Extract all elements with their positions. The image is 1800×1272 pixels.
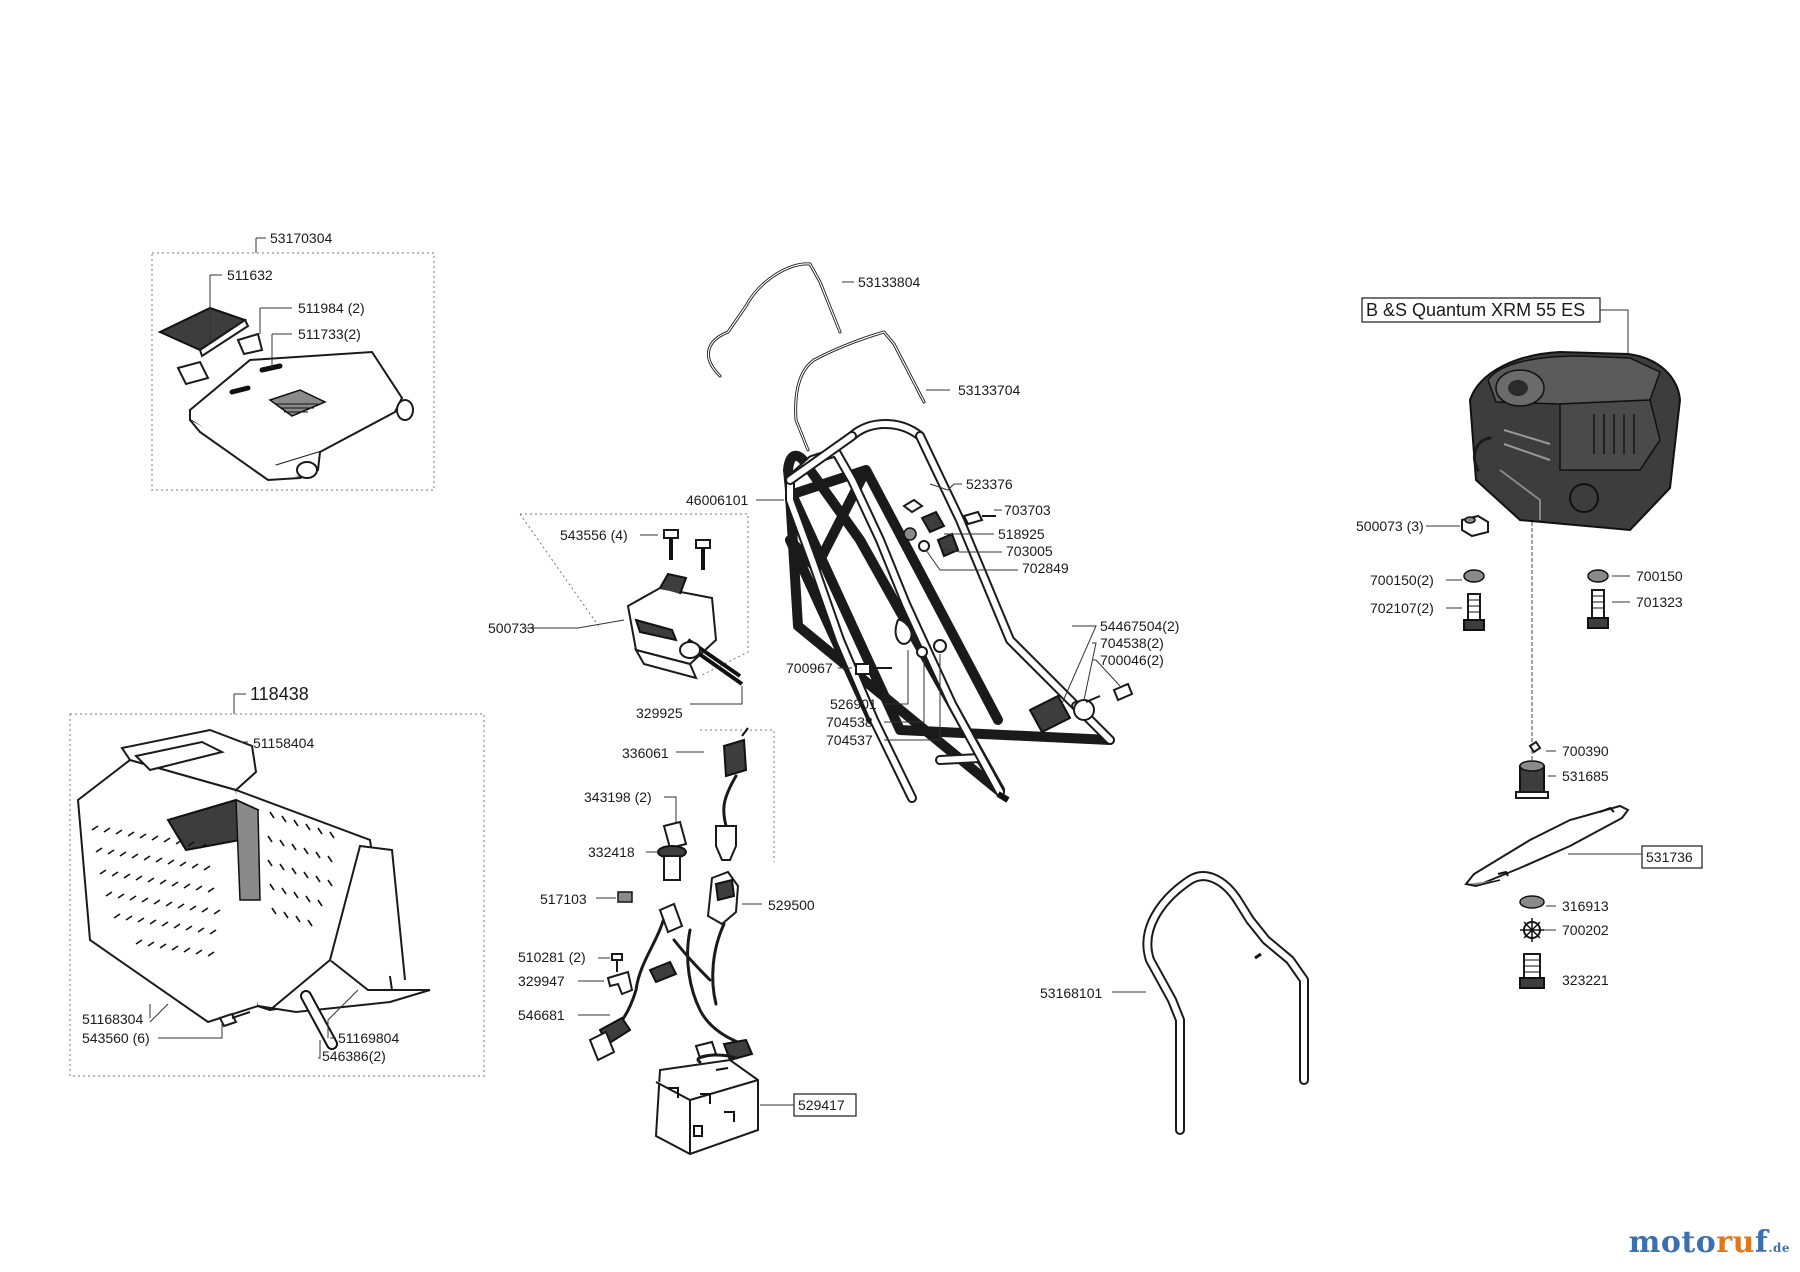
label-bolt-701323: 701323 — [1636, 594, 1683, 610]
switch-box-shape — [626, 572, 744, 686]
handle-shape — [783, 419, 1115, 803]
logo-suffix: .de — [1768, 1241, 1790, 1255]
label-bolt-702107: 702107(2) — [1370, 600, 1434, 616]
label-fuse: 517103 — [540, 891, 587, 907]
label-battery: 529417 — [798, 1097, 845, 1113]
label-grass-bag: 118438 — [250, 684, 309, 704]
label-washer-700150-2: 700150(2) — [1370, 572, 1434, 588]
label-washer-702849: 702849 — [1022, 560, 1069, 576]
label-knob-set: 54467504(2) — [1100, 618, 1179, 634]
label-bag-top: 51158404 — [253, 735, 314, 751]
label-ignition-key: 332418 — [588, 844, 635, 860]
label-screw-700046: 700046(2) — [1100, 652, 1164, 668]
label-switch-screw: 543556 (4) — [560, 527, 628, 543]
label-switch-box: 500733 — [488, 620, 535, 636]
logo-text: motoruf — [1628, 1225, 1769, 1260]
label-key-screw: 343198 (2) — [584, 789, 652, 805]
label-key-700390: 700390 — [1562, 743, 1609, 759]
label-spring-clip: 511984 (2) — [298, 300, 365, 316]
fuse-shape — [617, 891, 633, 903]
label-lock-washer: 700202 — [1562, 922, 1609, 938]
cable-clip-shape — [606, 970, 634, 996]
label-washer-704538: 704538(2) — [1100, 635, 1164, 651]
label-washer-704538-b: 704538 — [826, 714, 873, 730]
plug-shape — [706, 870, 740, 926]
label-knob-518925: 518925 — [998, 526, 1045, 542]
bolt-right-shape — [1587, 589, 1609, 629]
label-pin: 511733(2) — [298, 326, 361, 342]
washer-right-shape — [1587, 569, 1609, 583]
handle-hardware-shape — [855, 498, 1134, 734]
label-charger: 336061 — [622, 745, 669, 761]
clip-shape-a — [176, 360, 210, 386]
label-bag-frame: 51168304 — [82, 1011, 143, 1027]
ignition-key-shape — [657, 820, 688, 881]
label-washer-700150: 700150 — [1636, 568, 1683, 584]
label-clip-526901: 526901 — [830, 696, 877, 712]
label-bag-rear: 51169804 — [338, 1030, 399, 1046]
label-engine-nut: 500073 (3) — [1356, 518, 1424, 534]
lock-washer-shape — [1520, 918, 1544, 942]
label-switch-cable: 329925 — [636, 705, 683, 721]
label-cable-clip: 329947 — [518, 973, 565, 989]
lower-handle-shape — [1142, 871, 1309, 1135]
label-plug: 529500 — [768, 897, 815, 913]
electrical-group: 336061 343198 (2) 332418 517103 529500 5… — [518, 727, 857, 1156]
lower-bail-shape — [794, 330, 926, 452]
label-harness-screw: 510281 (2) — [518, 949, 586, 965]
label-nut-704537: 704537 — [826, 732, 873, 748]
label-screw-700967: 700967 — [786, 660, 833, 676]
label-blade: 531736 — [1646, 849, 1693, 865]
label-lower-handle: 53168101 — [1040, 985, 1103, 1001]
harness-screw-shape — [611, 953, 623, 972]
switch-box-group: 543556 (4) 500733 329925 — [488, 513, 749, 721]
label-wiring-harness: 546681 — [518, 1007, 565, 1023]
washer-left-shape — [1463, 569, 1485, 583]
group-frame-cover — [151, 252, 435, 491]
label-bag-rod: 546386(2) — [322, 1048, 386, 1064]
label-blade-washer: 316913 — [1562, 898, 1609, 914]
handle-group: 53133804 53133704 46006101 — [686, 262, 1309, 1135]
blade-adapter-shape — [1515, 760, 1549, 799]
blade-bolt-shape — [1519, 953, 1545, 989]
blade-washer-shape — [1519, 895, 1545, 909]
engine-group: B &S Quantum XRM 55 ES 500073 (3) 700 — [1356, 297, 1703, 989]
cover-tray-shape — [189, 350, 414, 482]
clip-shape-b — [236, 332, 264, 356]
grass-box-cover-group: 53170304 511632 511984 (2) 511733(2) — [151, 230, 435, 491]
label-grass-box-cover: 53170304 — [270, 230, 333, 246]
wiring-harness-shape — [588, 902, 754, 1062]
grass-bag-shape — [76, 728, 431, 1050]
label-upper-bail: 53133804 — [858, 274, 921, 290]
label-bag-screw: 543560 (6) — [82, 1030, 150, 1046]
screw-pair-shape — [663, 529, 711, 570]
label-handle: 46006101 — [686, 492, 749, 508]
blade-label-box — [1641, 845, 1703, 869]
label-blade-adapter: 531685 — [1562, 768, 1609, 784]
battery-shape — [654, 1053, 759, 1156]
charger-shape — [715, 727, 749, 861]
label-engine: B &S Quantum XRM 55 ES — [1366, 300, 1585, 320]
blade-shape — [1464, 804, 1630, 888]
bolt-left-shape — [1463, 593, 1485, 631]
flap-shape — [157, 306, 250, 358]
key-shape — [1528, 740, 1542, 754]
label-nut-703005: 703005 — [1006, 543, 1053, 559]
label-blade-bolt: 323221 — [1562, 972, 1609, 988]
brand-logo: motoruf.de — [1629, 1225, 1790, 1260]
label-flap: 511632 — [227, 267, 273, 283]
group-frame-bag — [69, 713, 485, 1077]
grass-bag-group: 118438 — [69, 684, 485, 1077]
engine-shape — [1468, 350, 1682, 532]
engine-nut-shape — [1461, 514, 1489, 538]
label-bolt-523376: 523376 — [966, 476, 1013, 492]
label-bolt-703703: 703703 — [1004, 502, 1051, 518]
label-lower-bail: 53133704 — [958, 382, 1021, 398]
upper-bail-shape — [707, 262, 842, 378]
